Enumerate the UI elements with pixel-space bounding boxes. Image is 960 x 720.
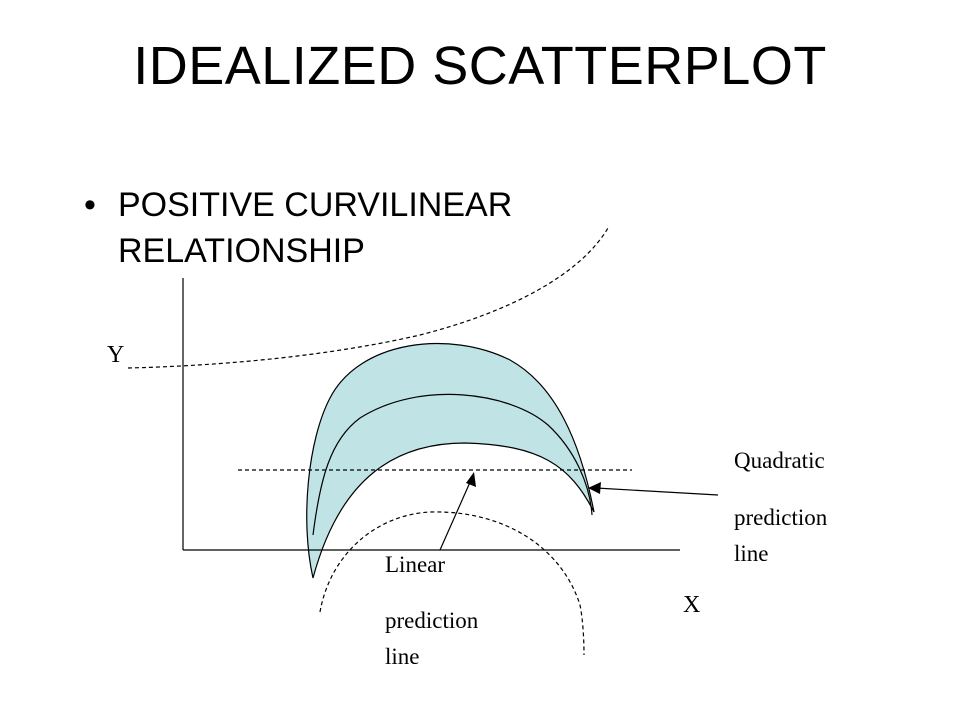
quadratic-label-line-3: line [734, 541, 769, 566]
quadratic-pointer-arrow-icon [588, 482, 601, 494]
bullet-icon: • [84, 186, 96, 224]
linear-label-line-2: prediction [385, 608, 479, 633]
quadratic-prediction-line [312, 393, 593, 536]
bullet-text: POSITIVE CURVILINEAR RELATIONSHIP [118, 182, 638, 274]
bullet-line-1: POSITIVE CURVILINEAR [118, 186, 513, 224]
scatter-band [306, 343, 595, 579]
upper-dashed-curve [127, 227, 609, 369]
linear-label-line-1: Linear [385, 552, 445, 577]
x-axis-label: X [683, 592, 700, 618]
linear-pointer-arrow-icon [466, 472, 476, 487]
bullet-line-2: RELATIONSHIP [118, 232, 365, 270]
y-axis-label: Y [107, 342, 124, 368]
linear-label-line-3: line [385, 644, 420, 669]
quadratic-label-line-1: Quadratic [734, 448, 825, 473]
bullet-point: • POSITIVE CURVILINEAR RELATIONSHIP [84, 182, 734, 274]
linear-pointer-line [439, 479, 472, 551]
slide-title: IDEALIZED SCATTERPLOT [133, 36, 827, 96]
lower-dashed-curve [319, 511, 585, 656]
quadratic-pointer-line [595, 487, 719, 496]
quadratic-label-line-2: prediction [734, 505, 828, 530]
